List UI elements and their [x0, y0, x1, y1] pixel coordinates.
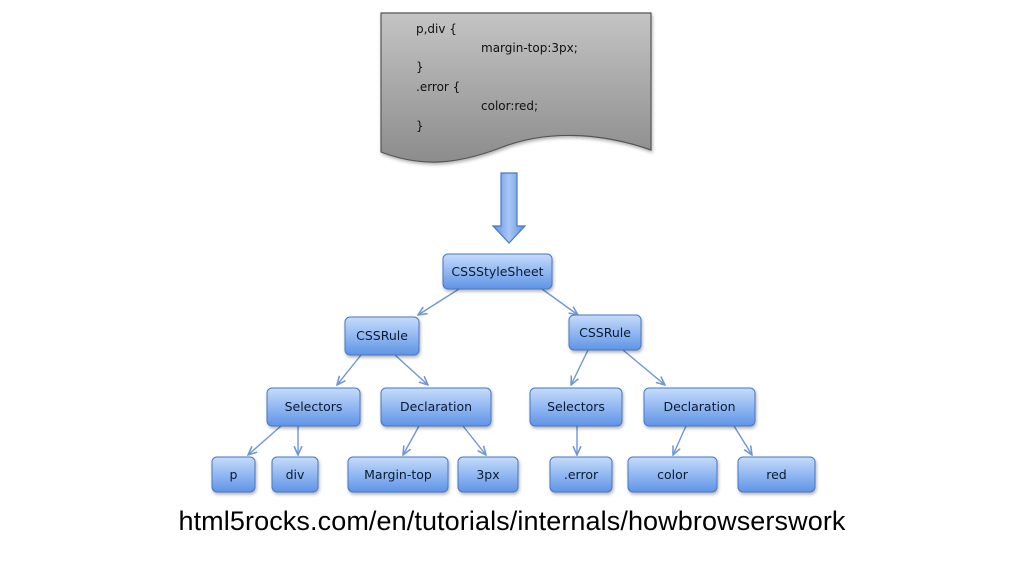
- code-line-4: .error {: [416, 80, 460, 94]
- node-declaration-1-label: Declaration: [400, 399, 472, 414]
- node-selectors-1-label: Selectors: [285, 399, 343, 414]
- edge-rule1-declaration: [394, 354, 428, 385]
- edge-selectors1-p: [248, 425, 282, 455]
- node-div: div: [271, 456, 319, 493]
- node-3px-label: 3px: [476, 467, 499, 482]
- node-color-label: color: [657, 467, 689, 482]
- node-p: p: [211, 456, 256, 493]
- node-error: .error: [549, 456, 613, 493]
- tree-edges: [248, 288, 752, 455]
- code-line-3: }: [416, 60, 424, 74]
- node-red-label: red: [766, 467, 787, 482]
- edge-rule2-declaration: [622, 349, 665, 385]
- css-source-document: p,div { margin-top:3px; } .error { color…: [380, 12, 652, 163]
- parse-arrow-icon: [491, 172, 527, 244]
- node-cssstylesheet-label: CSSStyleSheet: [451, 264, 543, 279]
- node-margin-top-label: Margin-top: [364, 467, 432, 482]
- node-p-label: p: [230, 467, 238, 482]
- node-cssstylesheet: CSSStyleSheet: [442, 253, 553, 290]
- node-red: red: [737, 456, 816, 493]
- node-div-label: div: [286, 467, 305, 482]
- edge-rule2-selectors: [571, 349, 589, 385]
- code-line-2: margin-top:3px;: [481, 41, 578, 55]
- node-margin-top: Margin-top: [347, 456, 449, 493]
- node-3px: 3px: [457, 456, 519, 493]
- edge-rule1-selectors: [337, 354, 362, 385]
- node-cssrule-1: CSSRule: [344, 316, 420, 356]
- node-color: color: [627, 456, 718, 493]
- node-cssrule-2: CSSRule: [568, 314, 642, 351]
- edge-declaration1-3px: [462, 425, 486, 455]
- code-line-6: }: [416, 119, 424, 133]
- node-selectors-1: Selectors: [266, 387, 361, 427]
- node-declaration-2-label: Declaration: [663, 399, 735, 414]
- edge-root-rule1: [418, 288, 460, 315]
- node-selectors-2: Selectors: [529, 387, 623, 427]
- edge-declaration1-margintop: [403, 425, 420, 455]
- node-declaration-2: Declaration: [643, 387, 756, 427]
- node-declaration-1: Declaration: [380, 387, 492, 427]
- node-cssrule-1-label: CSSRule: [356, 328, 408, 343]
- code-line-5: color:red;: [481, 99, 538, 113]
- edge-root-rule2: [541, 288, 578, 315]
- source-caption: html5rocks.com/en/tutorials/internals/ho…: [178, 506, 846, 536]
- document-shape: [380, 12, 652, 163]
- code-line-1: p,div {: [416, 22, 457, 36]
- edge-declaration2-red: [733, 425, 752, 455]
- edge-declaration2-color: [673, 425, 687, 455]
- node-selectors-2-label: Selectors: [547, 399, 605, 414]
- tree-nodes: CSSStyleSheet CSSRule CSSRule Selectors …: [211, 253, 816, 493]
- node-cssrule-2-label: CSSRule: [579, 325, 631, 340]
- node-error-label: .error: [564, 467, 599, 482]
